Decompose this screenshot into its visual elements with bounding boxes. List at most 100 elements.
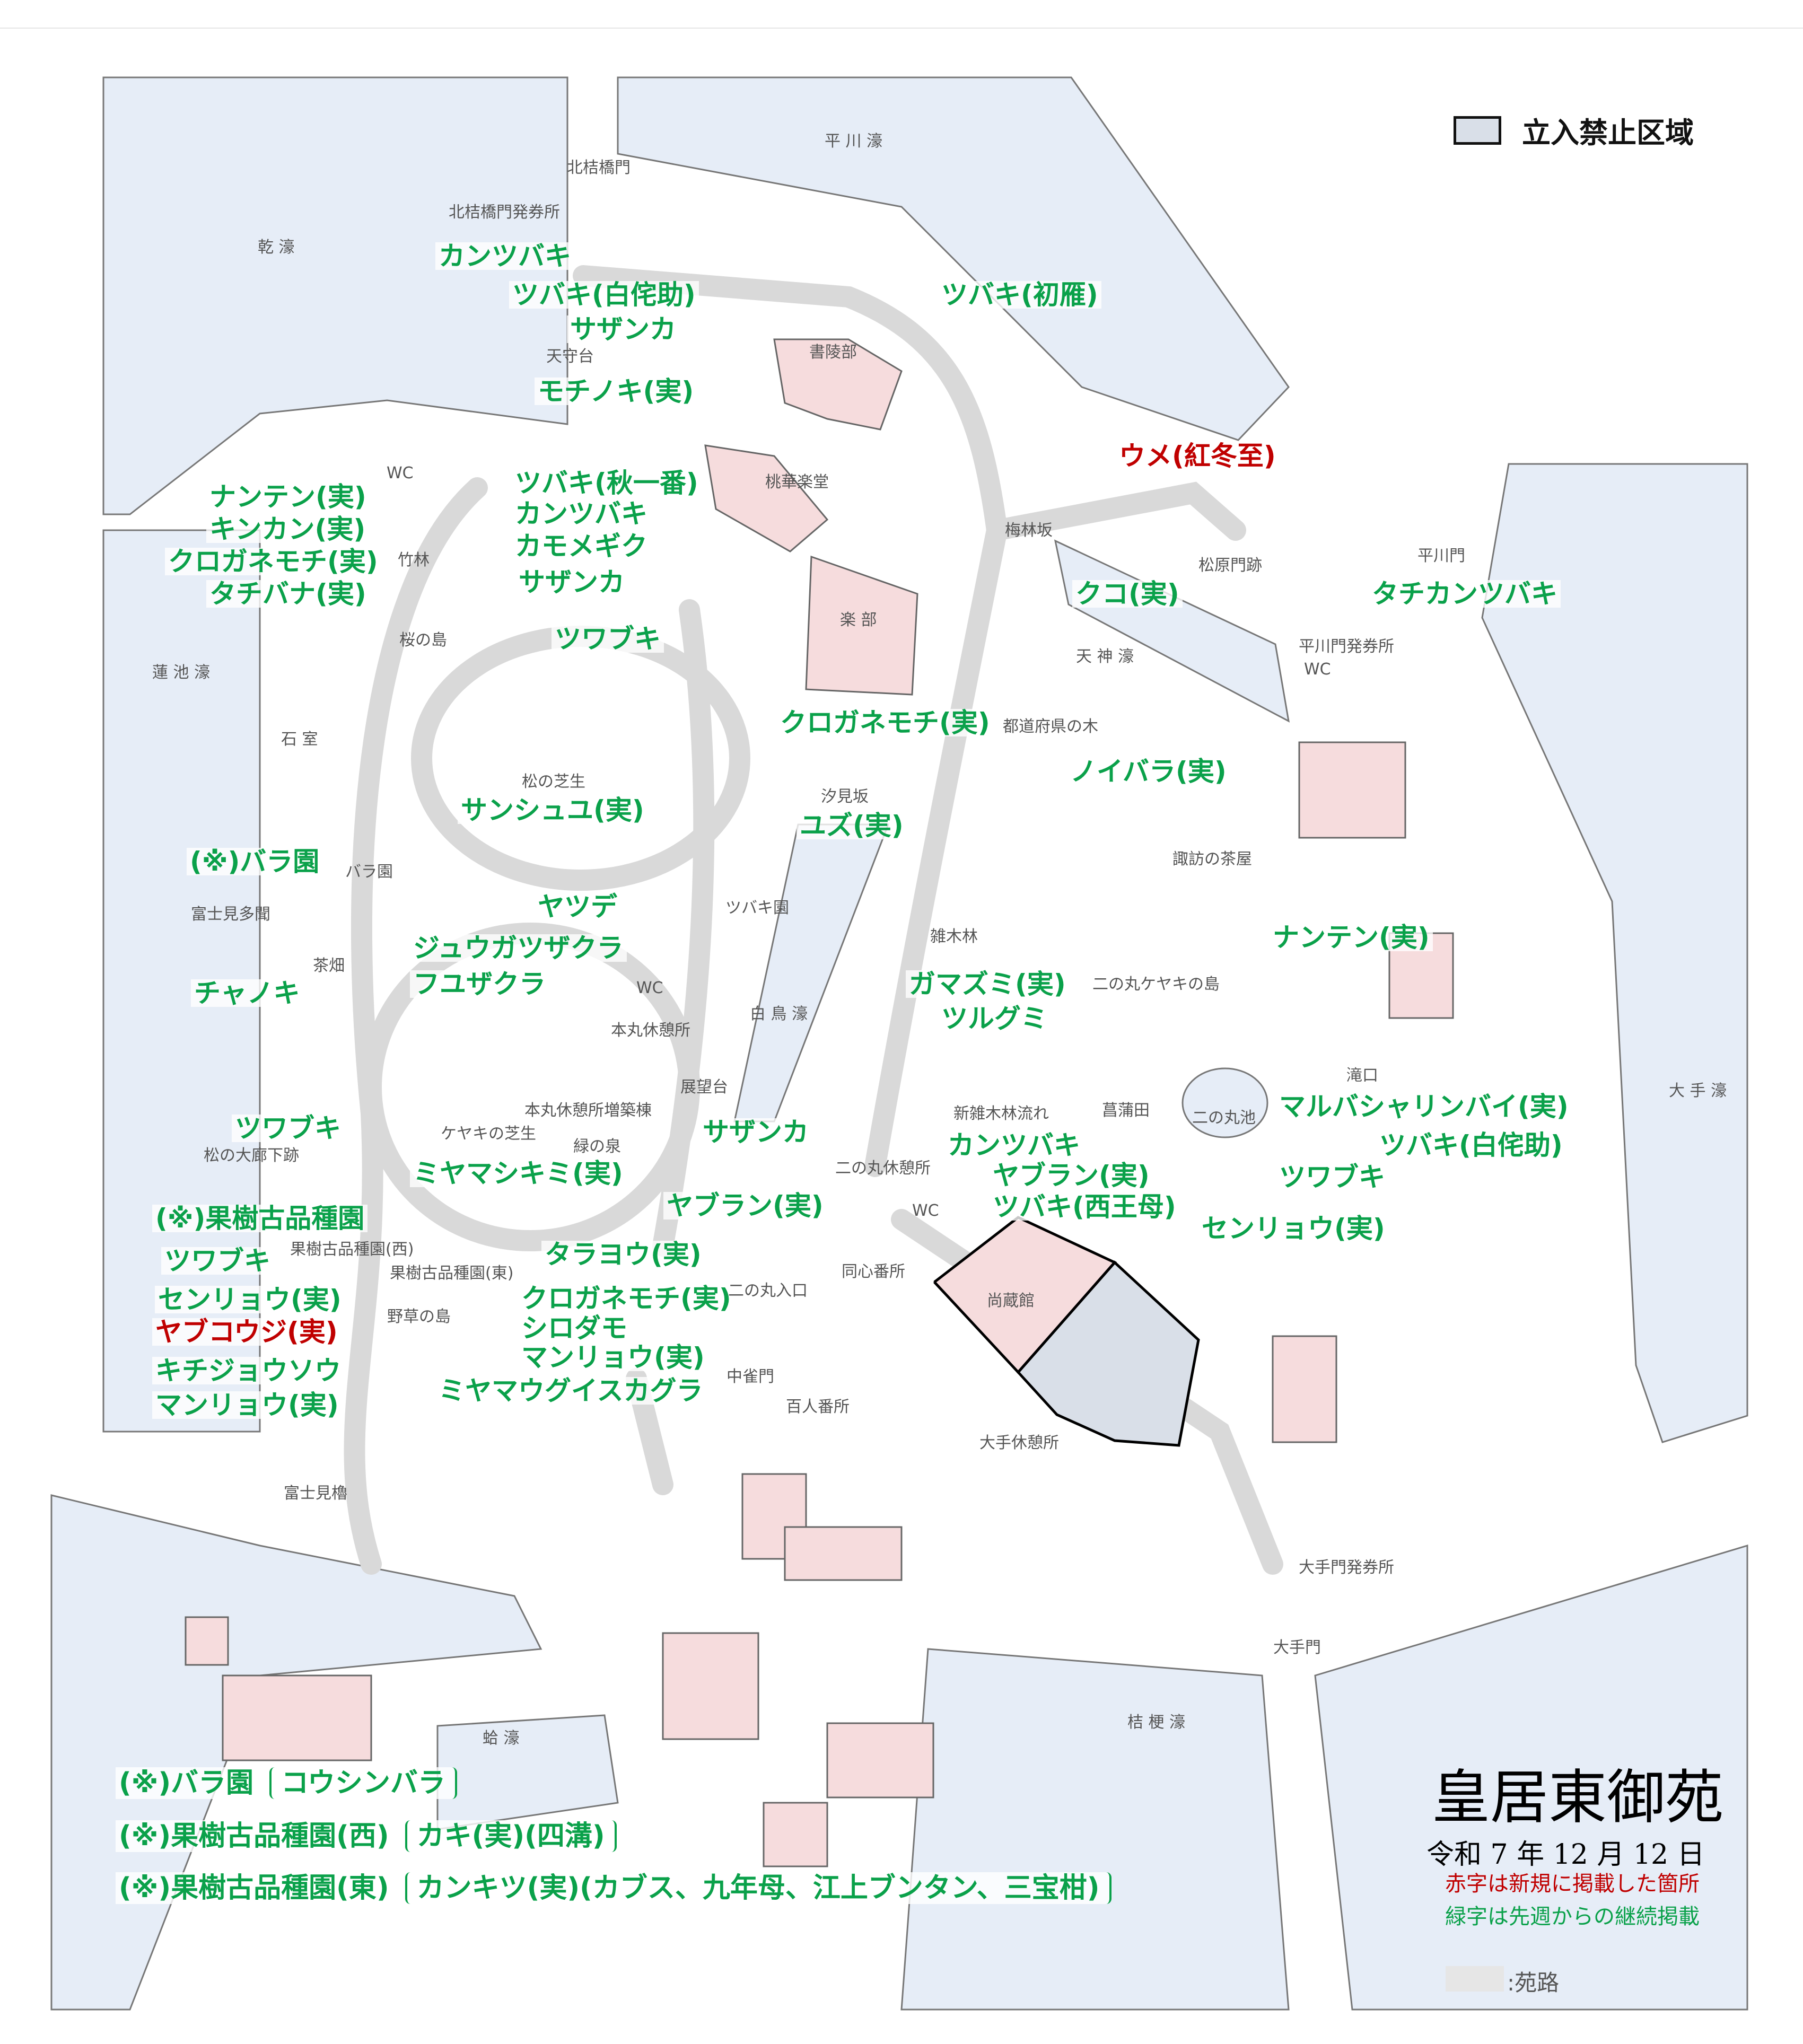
flower-label: ヤブラン(実) [663,1192,827,1220]
place-name: 展望台 [680,1078,728,1096]
flower-label: ツバキ(秋一番) [512,469,702,497]
garden-list-row: (※)バラ園コウシンバラ [116,1760,458,1800]
flower-label: ウメ(紅冬至) [1116,442,1279,470]
flower-label: センリョウ(実) [155,1286,345,1313]
place-name: 本丸休憩所増築棟 [524,1101,652,1120]
flower-label: ツルグミ [938,1005,1051,1032]
hakucho-moat [733,823,890,1122]
place-name: 大手休憩所 [979,1434,1059,1452]
place-name: 桜の島 [399,631,447,650]
place-name: バラ園 [345,863,393,881]
place-name: ケヤキの芝生 [441,1125,536,1143]
flower-label: ノイバラ(実) [1067,758,1230,785]
flower-label: センリョウ(実) [1198,1215,1388,1242]
flower-label: キンカン(実) [206,515,369,543]
divider [0,28,1803,29]
southeast-moat [1314,1544,1748,2011]
flower-label: シロダモ [518,1314,631,1342]
flower-label: ツワブキ [552,625,664,653]
garden-list-row: (※)果樹古品種園(東) カンキツ(実)(カブス、九年母、江上ブンタン、三宝柑) [116,1865,1111,1905]
place-name: 菖蒲田 [1102,1101,1150,1120]
flower-label: ツバキ(白侘助) [509,281,699,309]
flower-label: ツワブキ [161,1247,274,1275]
flower-label: モチノキ(実) [535,378,697,405]
flower-label: クコ(実) [1072,580,1183,608]
place-name: 竹林 [398,551,430,569]
restricted-area-legend-swatch [1454,116,1501,145]
flower-label: ミヤマシキミ(実) [410,1160,626,1187]
place-name: ツバキ園 [725,899,789,917]
place-name: 富士見多聞 [191,905,270,924]
place-name: WC [912,1201,939,1220]
map-date: 令和 7 年 12 月 12 日 [1426,1839,1705,1871]
place-name: 大手門発券所 [1299,1558,1394,1577]
garden-area: (※)バラ園 [116,1767,257,1799]
place-name: 野草の島 [387,1308,451,1326]
flower-label: フユザクラ [410,970,549,998]
flower-label: チャノキ [191,979,303,1007]
flower-label: マンリョウ(実) [518,1344,708,1371]
place-name: 松原門跡 [1198,556,1262,575]
flower-label: ナンテン(実) [206,483,370,511]
place-name: 富士見櫓 [284,1484,347,1503]
place-name: 新雑木林流れ [953,1104,1049,1123]
place-name: 果樹古品種園(西) [290,1240,414,1259]
place-name: 大手門 [1273,1638,1321,1657]
path-legend-label: :苑路 [1507,1970,1560,1996]
place-name: WC [1304,660,1331,679]
place-name: 尚蔵館 [987,1292,1035,1310]
ninomaru-pond [1181,1067,1268,1138]
flower-label: カンツバキ [944,1131,1083,1159]
flower-label: (※)バラ園 [187,848,323,875]
place-name: 中雀門 [727,1367,774,1386]
flower-label: タチバナ(実) [206,580,370,608]
path-legend-swatch [1446,1966,1504,1992]
restricted-area-legend-label: 立入禁止区域 [1522,116,1694,150]
place-name: 天 神 濠 [1076,647,1134,666]
place-name: 書陵部 [809,343,857,362]
inui-moat [102,76,568,515]
place-name: 平川門発券所 [1299,637,1394,656]
garden-area: (※)果樹古品種園(西) [116,1820,392,1852]
place-name: 二の丸ケヤキの島 [1092,975,1220,994]
place-name: 楽 部 [840,611,877,629]
flower-label: ミヤマウグイスカグラ [435,1377,706,1405]
flower-label: キチジョウソウ [152,1357,344,1384]
kikyo-moat [900,1648,1290,2011]
flower-label: クロガネモチ(実) [165,548,381,575]
flower-label: (※)果樹古品種園 [152,1205,368,1232]
note-new-red: 赤字は新規に掲載した箇所 [1445,1872,1700,1896]
flower-label: カモメギク [512,532,651,560]
garden-area: (※)果樹古品種園(東) [116,1872,392,1904]
place-name: 百人番所 [786,1398,850,1416]
paths [344,265,1283,1575]
place-name: 大 手 濠 [1669,1082,1727,1100]
gakubu-building [805,555,918,696]
place-name: 同心番所 [842,1262,905,1281]
flower-label: サザンカ [699,1118,812,1146]
place-name: 平川門 [1417,547,1465,565]
flower-label: クロガネモチ(実) [518,1285,734,1312]
flower-label: ツバキ(西王母) [990,1193,1179,1221]
place-name: 梅林坂 [1005,521,1053,540]
flower-label: マルバシャリンバイ(実) [1276,1093,1572,1120]
flower-label: マンリョウ(実) [152,1391,342,1419]
place-name: 茶畑 [313,957,345,975]
flower-label: ユズ(実) [797,812,907,839]
place-name: 都道府県の木 [1003,717,1098,736]
flower-label: カンツバキ [435,242,574,270]
place-name: WC [636,979,663,997]
flower-label: サザンカ [515,568,628,596]
garden-plants: カンキツ(実)(カブス、九年母、江上ブンタン、三宝柑) [405,1872,1111,1904]
place-name: 蛤 濠 [483,1729,520,1748]
shoryobu-building [773,338,903,431]
flower-label: ツバキ(初雁) [938,281,1101,309]
place-name: 北桔橋門発券所 [449,203,560,222]
flower-label: カンツバキ [512,500,651,528]
place-name: 滝口 [1346,1066,1378,1085]
place-name: 雑木林 [930,927,978,946]
place-name: 汐見坂 [821,787,869,806]
place-name: 乾 濠 [258,238,295,257]
